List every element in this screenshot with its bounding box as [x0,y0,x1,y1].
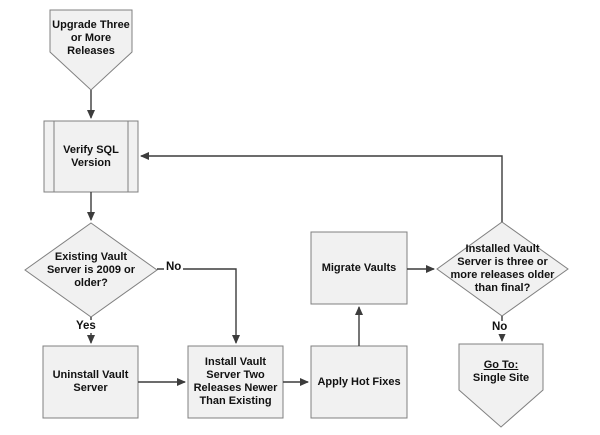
uninstall-box-shape [42,345,139,419]
install-box-shape [187,345,284,419]
verify-sql-box-shape [43,120,139,193]
apply-hotfixes-box-shape [310,345,408,419]
start-pentagon-shape [49,9,133,91]
edge-label-yes: Yes [74,320,98,333]
edge-label-no-goto: No [490,321,510,334]
migrate-vaults-box-shape [310,231,408,305]
decision-installed-diamond-shape [436,221,569,317]
decision-existing-diamond-shape [24,222,158,318]
connector-no-to-install [157,268,240,344]
connector-feedback-to-verify [140,152,503,222]
goto-pentagon-shape [458,343,544,428]
edge-label-no-install: No [164,261,184,274]
